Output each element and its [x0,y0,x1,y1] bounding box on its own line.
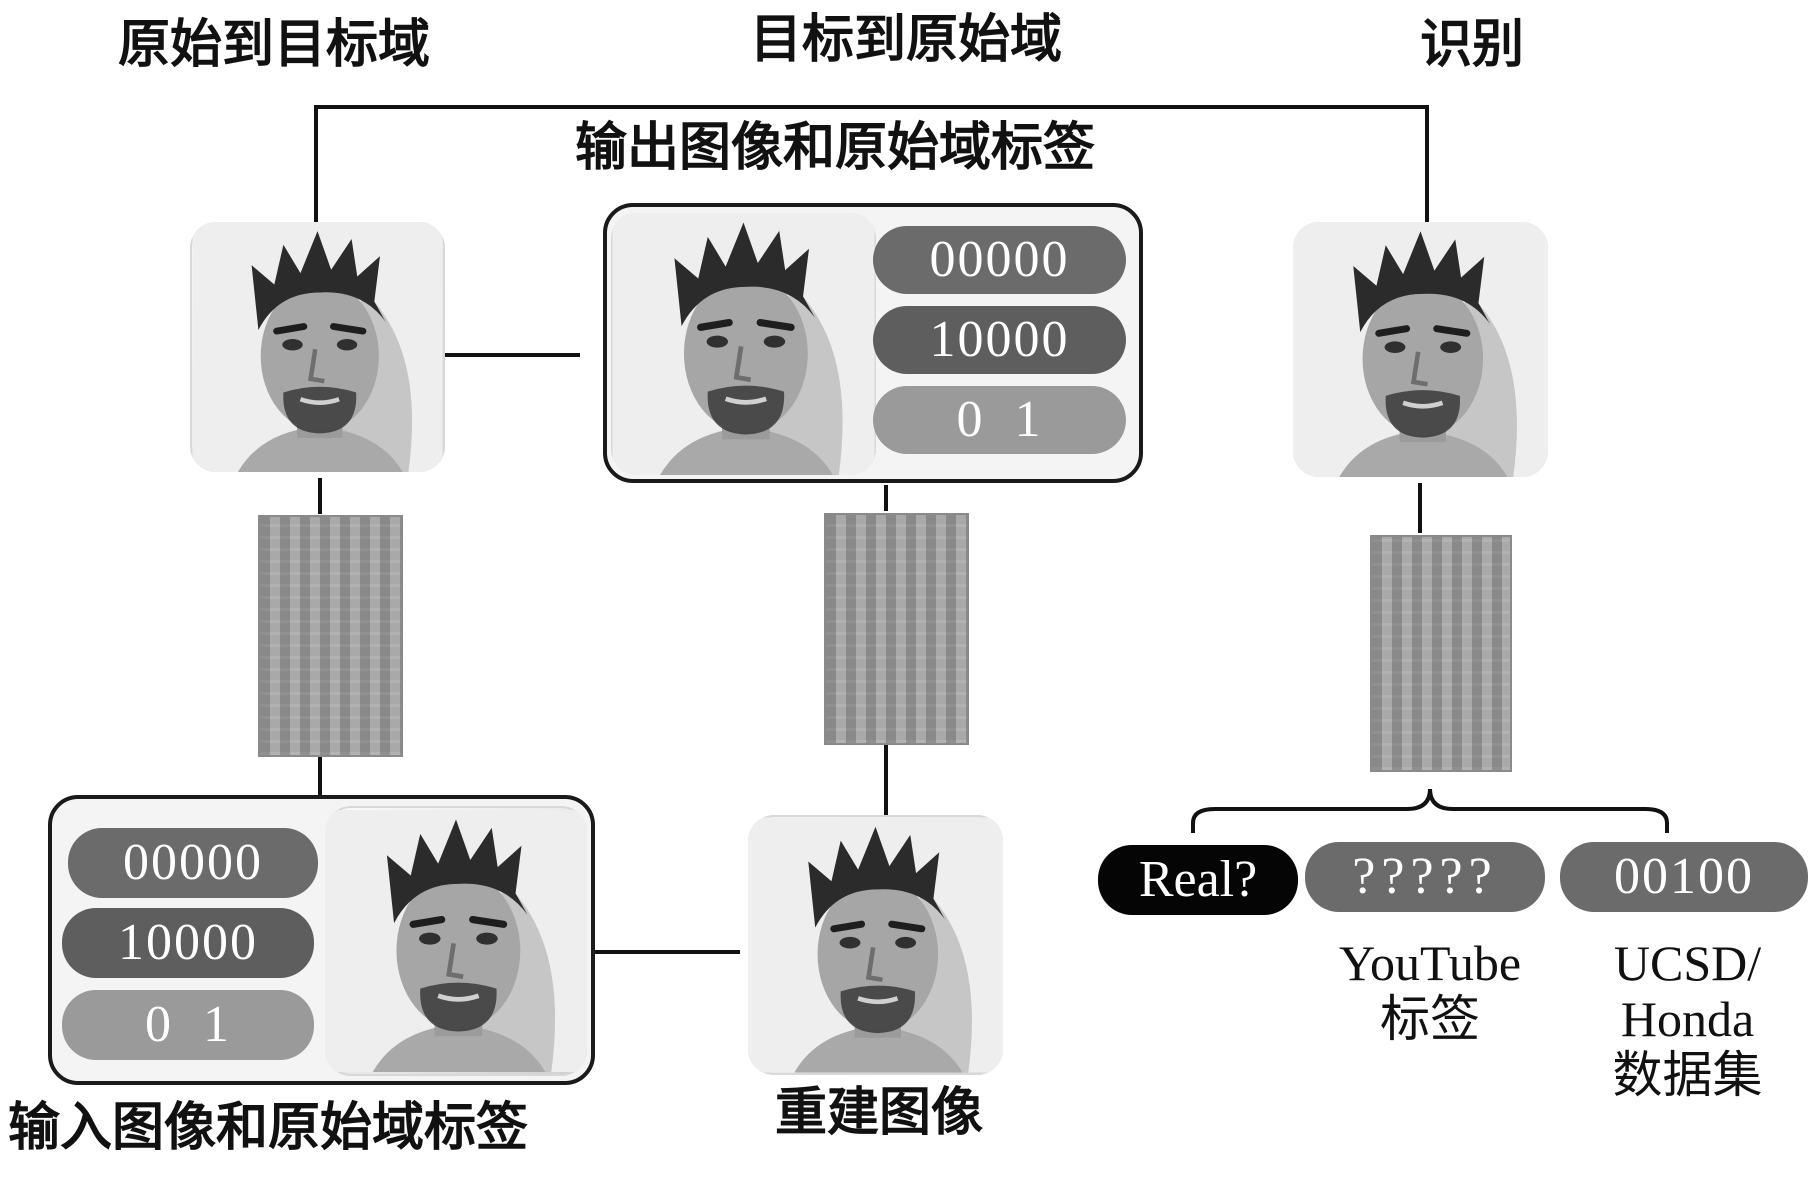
reconstructed-face-image [748,815,1003,1075]
output-code-pill-1: 00000 [873,226,1126,294]
generator-block-2 [824,513,969,745]
reconstructed-image-label: 重建图像 [775,1082,984,1143]
connector-face1-to-output [445,353,580,357]
input-image-label: 输入图像和原始域标签 [8,1097,529,1158]
output-code-pill-3: 0 1 [873,386,1126,454]
face-icon [611,213,876,475]
heading-target-to-source: 目标到原始域 [750,9,1063,70]
heading-recognition: 识别 [1420,14,1525,75]
face-icon [325,806,587,1076]
generator-block-1 [258,515,403,757]
translated-face-image [190,222,445,472]
recognition-face-image [1293,222,1548,477]
top-connector-line [314,105,1429,109]
connector-input-to-recon [595,950,740,954]
youtube-unknown-label-pill: ????? [1305,842,1545,912]
connector-face3-to-block3 [1418,483,1422,533]
output-code-pill-2: 10000 [873,306,1126,374]
output-face-image [611,213,876,475]
discriminator-block [1370,535,1512,772]
identity-label-pill: 00100 [1560,842,1808,912]
connector-right-vertical [1425,105,1429,223]
output-brace [1191,788,1669,833]
heading-source-to-target: 原始到目标域 [118,14,431,75]
connector-output-to-block2 [884,485,888,511]
input-code-pill-3: 0 1 [62,990,314,1060]
youtube-label-caption: YouTube 标签 [1338,935,1522,1047]
face-icon [190,222,445,472]
ucsd-honda-dataset-caption: UCSD/ Honda 数据集 [1612,935,1763,1103]
real-fake-pill: Real? [1098,845,1298,915]
input-code-pill-2: 10000 [62,908,314,978]
connector-block2-to-recon [884,745,888,815]
face-icon [748,815,1003,1075]
output-image-label: 输出图像和原始域标签 [575,117,1096,178]
connector-block1-to-input [318,757,322,795]
connector-left-vertical [314,105,318,223]
input-code-pill-1: 00000 [68,828,318,898]
connector-face1-to-block1 [318,478,322,514]
face-icon [1293,222,1548,477]
input-face-image [325,806,587,1076]
